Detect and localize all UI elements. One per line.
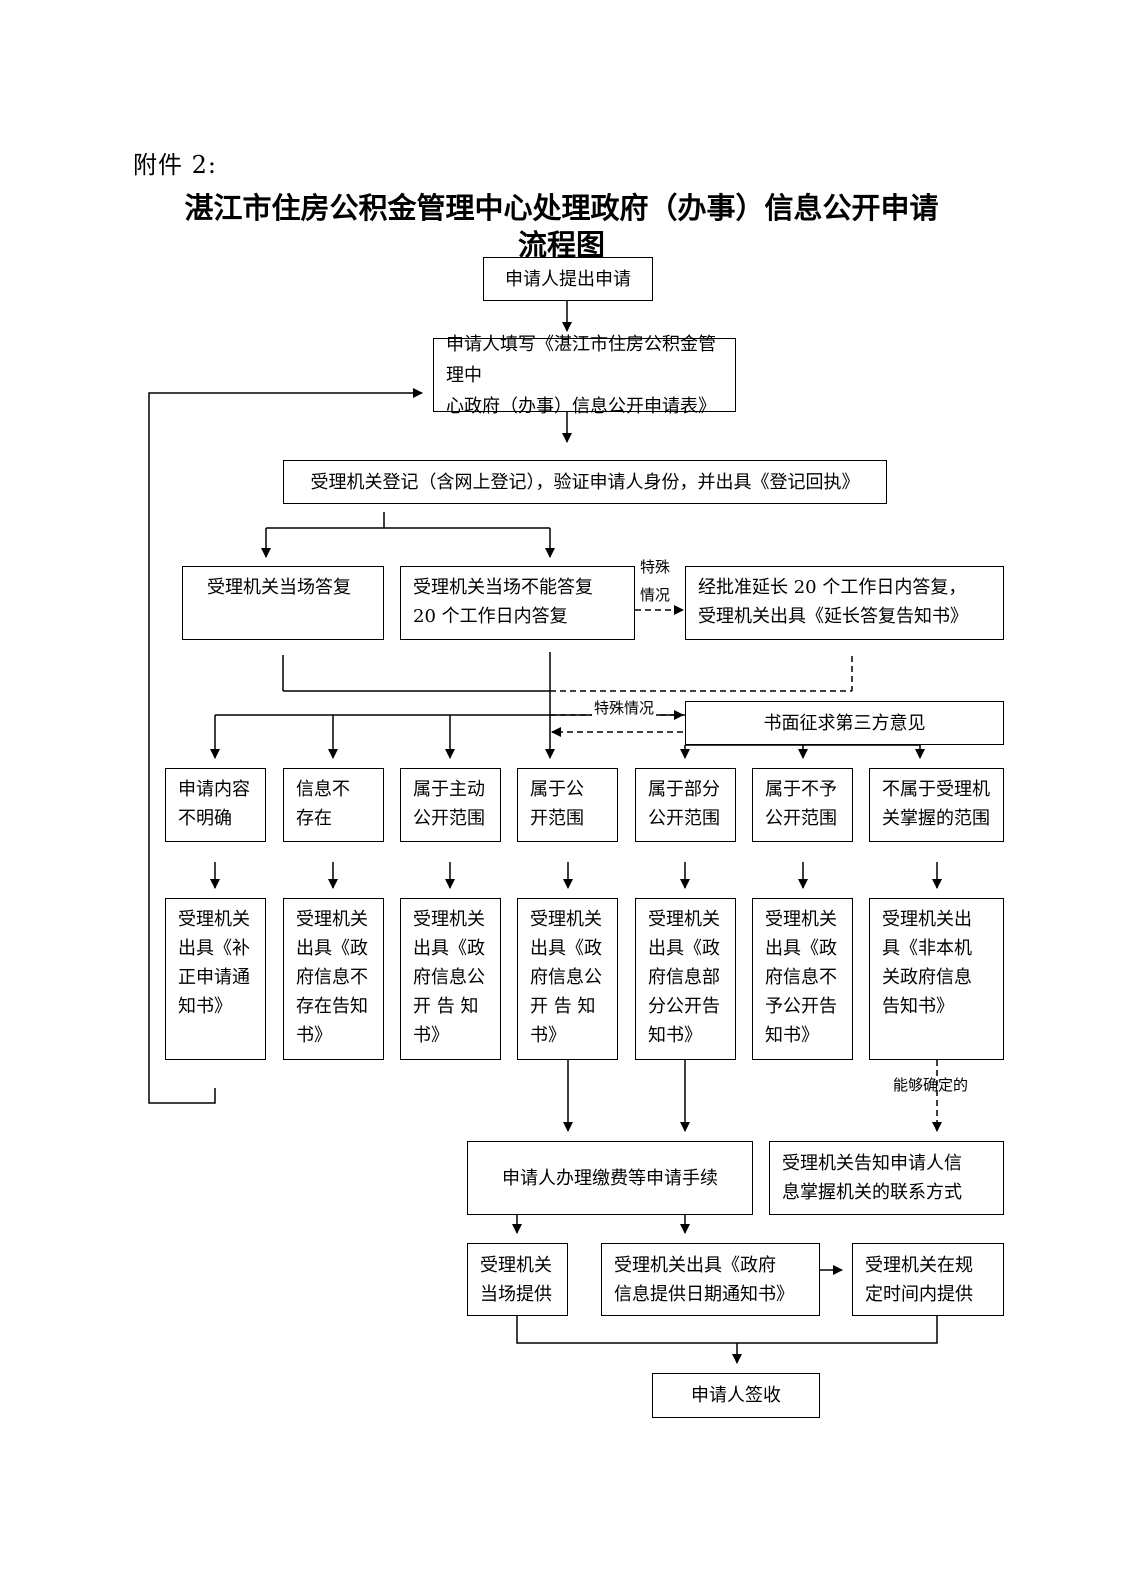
page-title: 湛江市住房公积金管理中心处理政府（办事）信息公开申请 [184, 191, 939, 225]
attachment-label: 附件 2: [133, 151, 217, 179]
node-fill-form: 申请人填写《湛江市住房公积金管理中 心政府（办事）信息公开申请表》 [433, 334, 736, 417]
node-provide-in-time: 受理机关在规 定时间内提供 [852, 1243, 1004, 1316]
node-doc-partial: 受理机关 出具《政 府信息部 分公开告 知书》 [635, 898, 736, 1060]
node-cat-not-held: 不属于受理机 关掌握的范围 [869, 768, 1004, 842]
node-cat-partial: 属于部分 公开范围 [635, 768, 736, 842]
node-doc-active: 受理机关 出具《政 府信息公 开 告 知 书》 [400, 898, 501, 1060]
node-cat-unclear: 申请内容 不明确 [165, 768, 266, 842]
node-apply: 申请人提出申请 [483, 257, 653, 301]
node-doc-not-held: 受理机关出 具《非本机 关政府信息 告知书》 [869, 898, 1004, 1060]
node-reply-20days: 受理机关当场不能答复 20 个工作日内答复 [400, 566, 635, 640]
node-doc-not-exist: 受理机关 出具《政 府信息不 存在告知 书》 [283, 898, 384, 1060]
node-provide-onsite: 受理机关 当场提供 [467, 1243, 568, 1316]
node-doc-not-public: 受理机关 出具《政 府信息不 予公开告 知书》 [752, 898, 853, 1060]
node-inform-contact: 受理机关告知申请人信 息掌握机关的联系方式 [769, 1141, 1004, 1215]
node-extension: 经批准延长 20 个工作日内答复， 受理机关出具《延长答复告知书》 [685, 566, 1004, 640]
node-cat-public: 属于公 开范围 [517, 768, 618, 842]
edge-label-special-a: 特殊 情况 [640, 558, 671, 604]
node-doc-public: 受理机关 出具《政 府信息公 开 告 知 书》 [517, 898, 618, 1060]
edge-label-can-determine: 能够确定的 [893, 1076, 969, 1094]
node-third-party: 书面征求第三方意见 [685, 701, 1004, 745]
node-cat-not-public: 属于不予 公开范围 [752, 768, 853, 842]
edge-label-special-b: 特殊情况 [592, 698, 657, 718]
edge-converge-sign [516, 1316, 938, 1344]
node-doc-supplement: 受理机关 出具《补 正申请通 知书》 [165, 898, 266, 1060]
edge-feedback-loop [148, 388, 423, 1104]
node-sign: 申请人签收 [652, 1373, 820, 1418]
node-cat-active: 属于主动 公开范围 [400, 768, 501, 842]
node-reply-onsite: 受理机关当场答复 [182, 566, 384, 640]
node-payment: 申请人办理缴费等申请手续 [467, 1141, 753, 1215]
node-cat-not-exist: 信息不 存在 [283, 768, 384, 842]
node-date-notice: 受理机关出具《政府 信息提供日期通知书》 [601, 1243, 820, 1316]
page-title-line2: 流程图 [517, 228, 605, 262]
node-register: 受理机关登记（含网上登记），验证申请人身份，并出具《登记回执》 [283, 460, 887, 504]
